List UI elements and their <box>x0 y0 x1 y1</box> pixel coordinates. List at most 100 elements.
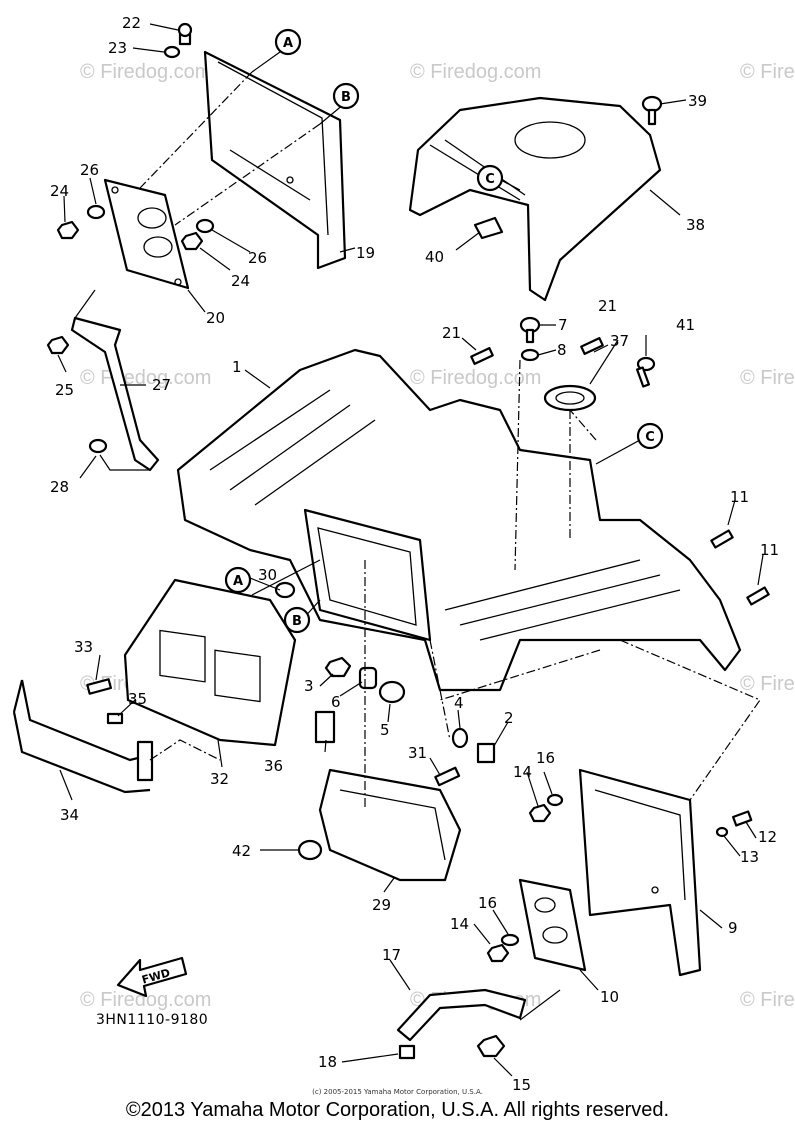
washer-16a <box>546 793 564 807</box>
screw-41 <box>636 356 656 388</box>
nut-3 <box>324 656 352 678</box>
callout-1: 1 <box>232 358 242 376</box>
washer-16b <box>500 933 520 947</box>
bolt-11b <box>746 586 770 606</box>
callout-23: 23 <box>108 39 127 57</box>
callout-33: 33 <box>74 638 93 656</box>
callout-40: 40 <box>425 248 444 266</box>
callout-24b: 24 <box>231 272 250 290</box>
ref-marker-label: C <box>645 430 655 445</box>
callout-3: 3 <box>304 677 314 695</box>
clip-36 <box>314 710 336 744</box>
ref-marker-label: A <box>283 36 293 51</box>
callout-37: 37 <box>610 332 629 350</box>
ref-marker-C-top: C <box>476 164 504 192</box>
callout-32: 32 <box>210 770 229 788</box>
bolt-33 <box>86 678 113 695</box>
part-37-seal <box>543 384 597 412</box>
bolt-12 <box>732 810 753 827</box>
part-code: 3HN1110-9180 <box>96 1012 209 1028</box>
callout-25: 25 <box>55 381 74 399</box>
grommet-42 <box>297 839 323 861</box>
callout-36: 36 <box>264 757 283 775</box>
callout-17: 17 <box>382 946 401 964</box>
bolt-11a <box>710 529 734 549</box>
callout-41: 41 <box>676 316 695 334</box>
grommet-5 <box>378 680 406 704</box>
nut-25 <box>46 335 70 355</box>
bolt-35 <box>106 712 124 725</box>
callout-11b: 11 <box>760 541 779 559</box>
callout-34: 34 <box>60 806 79 824</box>
washer-4 <box>451 727 469 749</box>
reference-markers: A B C C A B <box>224 28 664 634</box>
callout-6: 6 <box>331 693 341 711</box>
callout-24a: 24 <box>50 182 69 200</box>
washer-23 <box>163 45 181 59</box>
callout-7: 7 <box>558 316 568 334</box>
nut-30 <box>274 581 296 599</box>
bolt-21b <box>580 337 604 355</box>
part-29-headlight <box>318 768 462 882</box>
callout-21b: 21 <box>598 297 617 315</box>
callout-31: 31 <box>408 744 427 762</box>
part-17-stay <box>396 988 527 1042</box>
callout-14a: 14 <box>513 763 532 781</box>
part-27-stay <box>70 316 160 472</box>
watermark: © Firedog.com <box>80 367 211 389</box>
nut-24b <box>180 231 204 251</box>
part-38-cover <box>408 96 662 302</box>
copyright-footer: ©2013 Yamaha Motor Corporation, U.S.A. A… <box>125 1099 670 1121</box>
bolt-39 <box>641 95 663 126</box>
nut-14b <box>486 943 510 963</box>
part-10-bracket <box>518 878 587 972</box>
callout-26b: 26 <box>248 249 267 267</box>
nut-14a <box>528 803 552 823</box>
callout-16b: 16 <box>478 894 497 912</box>
clip-40 <box>473 216 504 240</box>
callout-21a: 21 <box>442 324 461 342</box>
nut-24a <box>56 220 80 240</box>
callout-8: 8 <box>557 341 567 359</box>
ref-marker-A-top: A <box>274 28 302 56</box>
ref-marker-C-mid: C <box>636 422 664 450</box>
bolt-21a <box>470 347 494 365</box>
callout-2: 2 <box>504 709 514 727</box>
ref-marker-B-top: B <box>332 82 360 110</box>
bolt-18 <box>398 1044 416 1060</box>
callout-20: 20 <box>206 309 225 327</box>
watermark: © Firedog.com <box>740 989 795 1011</box>
callout-27: 27 <box>152 376 171 394</box>
fine-print: (c) 2005-2015 Yamaha Motor Corporation, … <box>312 1088 483 1096</box>
washer-26b <box>195 218 215 234</box>
callout-42: 42 <box>232 842 251 860</box>
callout-22: 22 <box>122 14 141 32</box>
callout-numbers: 1 2 3 4 5 6 7 8 9 10 11 11 12 13 14 14 1… <box>50 14 779 1094</box>
callout-28: 28 <box>50 478 69 496</box>
callout-16a: 16 <box>536 749 555 767</box>
bolt-31 <box>434 766 461 787</box>
callout-13: 13 <box>740 848 759 866</box>
callout-10: 10 <box>600 988 619 1006</box>
collar-6 <box>358 666 378 690</box>
ref-marker-label: B <box>292 614 302 629</box>
bolt-2 <box>476 742 496 764</box>
callout-4: 4 <box>454 694 464 712</box>
part-19-flap <box>203 50 347 270</box>
leader-lines <box>57 23 764 1077</box>
callout-15: 15 <box>512 1076 531 1094</box>
callout-5: 5 <box>380 721 390 739</box>
watermark: © Firedog.com <box>410 367 541 389</box>
watermark: © Firedog.com <box>740 673 795 695</box>
part-20-bracket <box>103 178 190 290</box>
ref-marker-label: C <box>485 172 495 187</box>
watermark: © Firedog.com <box>740 61 795 83</box>
washer-28 <box>88 438 108 454</box>
callout-26a: 26 <box>80 161 99 179</box>
callout-29: 29 <box>372 896 391 914</box>
callout-19: 19 <box>356 244 375 262</box>
ref-marker-label: A <box>233 574 243 589</box>
watermark: © Firedog.com <box>80 989 211 1011</box>
callout-35: 35 <box>128 690 147 708</box>
